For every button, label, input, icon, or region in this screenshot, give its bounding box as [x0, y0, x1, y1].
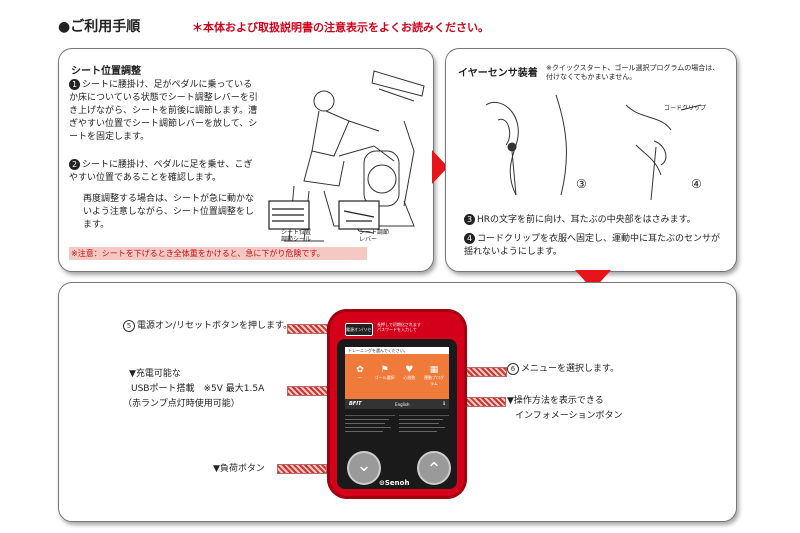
seat-step2b: 再度調整する場合は、シートが急に動かないよう注意しながら、シート位置調整をします…	[83, 194, 255, 230]
seat-title: シート位置調整	[71, 66, 141, 77]
warning-text: ＊本体および取扱説明書の注意表示をよくお読みください。	[192, 21, 489, 34]
step6-number: 6	[507, 363, 519, 375]
bike-illustration	[268, 70, 425, 242]
language-button[interactable]: English	[395, 401, 410, 407]
info-line1: ▼操作方法を表示できる	[507, 396, 604, 406]
info-icon[interactable]: ℹ	[443, 401, 445, 407]
menu-program[interactable]: ▦ 運動プログラム	[423, 365, 445, 391]
step5-text: 電源オン/リセットボタンを押します。	[137, 321, 293, 331]
menu-quick-icon: ✿	[356, 365, 364, 375]
screen-menu-row: ✿ 〜 ⚑ ゴール選択 ♥ 心拍数 ▦ 運動プログラム	[349, 365, 445, 391]
instruction-left	[345, 415, 395, 444]
info-line2: インフォメーションボタン	[515, 411, 623, 421]
caution-banner: ※注意：シートを下げるとき全体重をかけると、急に下がり危険です。	[69, 247, 367, 260]
clip-label: コードクリップ	[664, 105, 707, 112]
display-screen: トレーニングを選んでください。 ✿ 〜 ⚑ ゴール選択 ♥ 心拍数	[345, 347, 449, 409]
step6-text: メニューを選択します。	[521, 364, 620, 374]
lever-label: シート調節 レバー	[359, 229, 390, 243]
step1-number: 1	[69, 79, 80, 90]
brand-logo: ⊙Senoh	[379, 479, 409, 487]
menu-goal-label: ゴール選択	[374, 375, 395, 380]
power-note: 長押しで初期化されます パスワードを入力して	[377, 322, 421, 332]
arrow-down-icon	[575, 270, 611, 290]
step4-number: 4	[464, 233, 475, 244]
charge-line2: （赤ランプ点灯時使用可能）	[123, 399, 240, 409]
menu-heart-label: 心拍数	[403, 375, 416, 380]
step2-number: 2	[69, 159, 80, 170]
flag-icon: ⚑	[380, 365, 389, 375]
step5-number: 5	[123, 320, 135, 332]
brand-mark-icon: ⊙	[379, 479, 385, 487]
ear-title: イヤーセンサ装着	[458, 68, 538, 79]
power-button-label: 電源オン/リセット	[346, 327, 372, 332]
pointer-load	[277, 464, 327, 474]
chevron-up-icon: ⌃	[426, 459, 442, 480]
power-button[interactable]: 電源オン/リセット	[345, 323, 373, 336]
program-icon: ▦	[429, 365, 439, 375]
load-label: ▼負荷ボタン	[213, 464, 265, 474]
heart-icon: ♥	[405, 365, 414, 375]
figure-3-label: ③	[576, 177, 587, 191]
console-body: 電源オン/リセット 長押しで初期化されます パスワードを入力して トレーニングを…	[327, 309, 467, 499]
step3-number: 3	[464, 214, 475, 225]
screen-header: トレーニングを選んでください。	[345, 347, 449, 354]
arrow-right-icon	[432, 150, 448, 184]
step3-text: HRの文字を前に向け、耳たぶの中央部をはさみます。	[477, 215, 696, 225]
charge-title: ▼充電可能な	[129, 369, 181, 379]
load-down-button[interactable]: ⌄	[347, 451, 381, 485]
menu-quick[interactable]: ✿ 〜	[349, 365, 371, 391]
sticker-label: シート位置 調節シール	[281, 229, 312, 243]
step1-text: シートに腰掛け、足がペダルに乗っているか床についている状態でシート調整レバーを引…	[69, 80, 258, 142]
ear-note: ※クイックスタート、ゴール選択プログラムの場合は、付けなくてもかまいません。	[546, 64, 720, 81]
menu-goal[interactable]: ⚑ ゴール選択	[374, 365, 396, 391]
screen-logo: BFIT	[349, 401, 362, 407]
ear-illustration	[485, 94, 702, 201]
instruction-right	[399, 415, 449, 444]
menu-quick-label: 〜	[358, 375, 362, 380]
chevron-down-icon: ⌄	[356, 455, 372, 476]
brand-name: Senoh	[384, 479, 410, 487]
page-title: ●ご利用手順	[58, 19, 141, 35]
figure-4-label: ④	[691, 177, 702, 191]
step2-text: シートに腰掛け、ペダルに足を乗せ、こぎやすい位置であることを確認します。	[69, 160, 253, 183]
step4-text: コードクリップを衣服へ固定し、運動中に耳たぶのセンサが揺れないようにします。	[464, 234, 721, 257]
screen-bezel: トレーニングを選んでください。 ✿ 〜 ⚑ ゴール選択 ♥ 心拍数	[337, 339, 457, 489]
charge-line1: USBポート搭載 ※5V 最大1.5A	[131, 384, 265, 394]
menu-heart[interactable]: ♥ 心拍数	[398, 365, 420, 391]
ear-sensor-panel: イヤーセンサ装着 ※クイックスタート、ゴール選択プログラムの場合は、付けなくても…	[445, 48, 737, 272]
load-up-button[interactable]: ⌃	[417, 451, 451, 485]
menu-program-label: 運動プログラム	[423, 375, 444, 386]
screen-footer: BFIT English ℹ	[345, 399, 449, 409]
